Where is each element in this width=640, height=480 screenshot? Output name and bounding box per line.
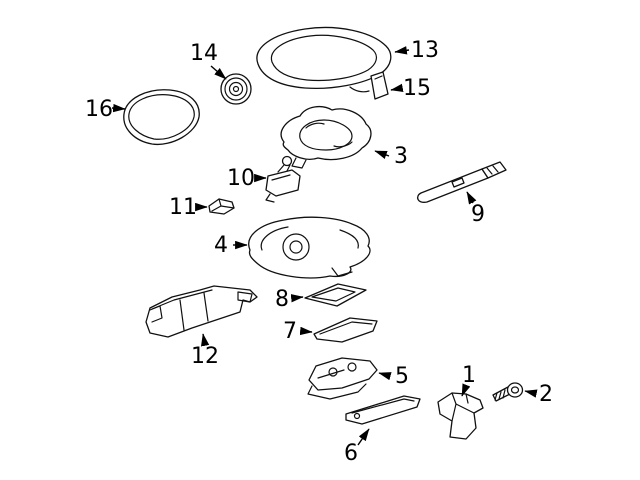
callout-9: 9: [466, 191, 485, 227]
part-11-clip-drawing: [208, 198, 235, 215]
callout-1: 1: [461, 363, 476, 397]
part-13-mirror-housing-drawing: [256, 26, 392, 93]
callout-7: 7: [283, 319, 313, 344]
part-3-frame-bracket-drawing: [280, 105, 372, 169]
callout-2-label: 2: [539, 382, 553, 407]
callout-16-arrow: [111, 103, 126, 113]
callout-15: 15: [390, 76, 431, 101]
callout-16-label: 16: [85, 97, 113, 122]
callout-14-arrow: [210, 65, 227, 80]
callout-7-arrow: [299, 326, 313, 336]
part-16-mirror-glass-drawing: [123, 89, 200, 146]
callout-4-label: 4: [214, 233, 228, 258]
callout-11-label: 11: [169, 195, 197, 220]
callout-16: 16: [85, 97, 126, 122]
part-2-screw-drawing: [492, 382, 524, 402]
part-8-plate-drawing: [304, 283, 367, 307]
callout-6: 6: [344, 428, 370, 466]
callout-10-label: 10: [227, 166, 255, 191]
callout-5-arrow: [378, 372, 392, 381]
callout-8-arrow: [290, 294, 304, 303]
part-10-harness-drawing: [265, 155, 301, 203]
callout-12-label: 12: [191, 344, 219, 369]
part-5-mounting-bracket-drawing: [307, 357, 378, 400]
part-1-base-bracket-drawing: [437, 392, 484, 440]
callout-5-label: 5: [395, 364, 409, 389]
callout-2-arrow: [524, 389, 538, 398]
callout-14-label: 14: [190, 41, 218, 66]
part-12-arm-bracket-drawing: [145, 285, 258, 338]
callout-1-label: 1: [462, 363, 476, 388]
part-14-grommet-drawing: [220, 73, 252, 105]
callout-15-label: 15: [403, 76, 431, 101]
callout-12: 12: [191, 333, 219, 369]
part-9-cable-drawing: [416, 161, 507, 203]
callout-1-arrow: [461, 383, 471, 397]
callout-3-label: 3: [394, 144, 408, 169]
callout-8: 8: [275, 287, 304, 312]
part-7-trim-cover-drawing: [313, 317, 378, 343]
callout-15-arrow: [390, 83, 404, 93]
callout-13: 13: [394, 38, 439, 63]
part-15-wedge-trim-drawing: [370, 71, 389, 100]
callout-8-label: 8: [275, 287, 289, 312]
callout-9-label: 9: [471, 202, 485, 227]
callout-12-arrow: [200, 333, 210, 347]
callout-4: 4: [214, 233, 248, 258]
callout-10: 10: [227, 166, 267, 191]
callout-13-label: 13: [411, 38, 439, 63]
callout-6-arrow: [357, 428, 370, 446]
callout-2: 2: [524, 382, 553, 407]
callout-9-arrow: [466, 191, 477, 205]
callout-13-arrow: [394, 46, 410, 55]
callout-11: 11: [169, 195, 208, 220]
callout-7-label: 7: [283, 319, 297, 344]
callout-3-arrow: [374, 150, 390, 159]
callout-5: 5: [378, 364, 409, 389]
callout-6-label: 6: [344, 441, 358, 466]
part-6-trim-strip-drawing: [345, 395, 421, 425]
callout-14: 14: [190, 41, 227, 80]
part-4-lower-housing-drawing: [248, 216, 371, 279]
callout-3: 3: [374, 144, 408, 169]
